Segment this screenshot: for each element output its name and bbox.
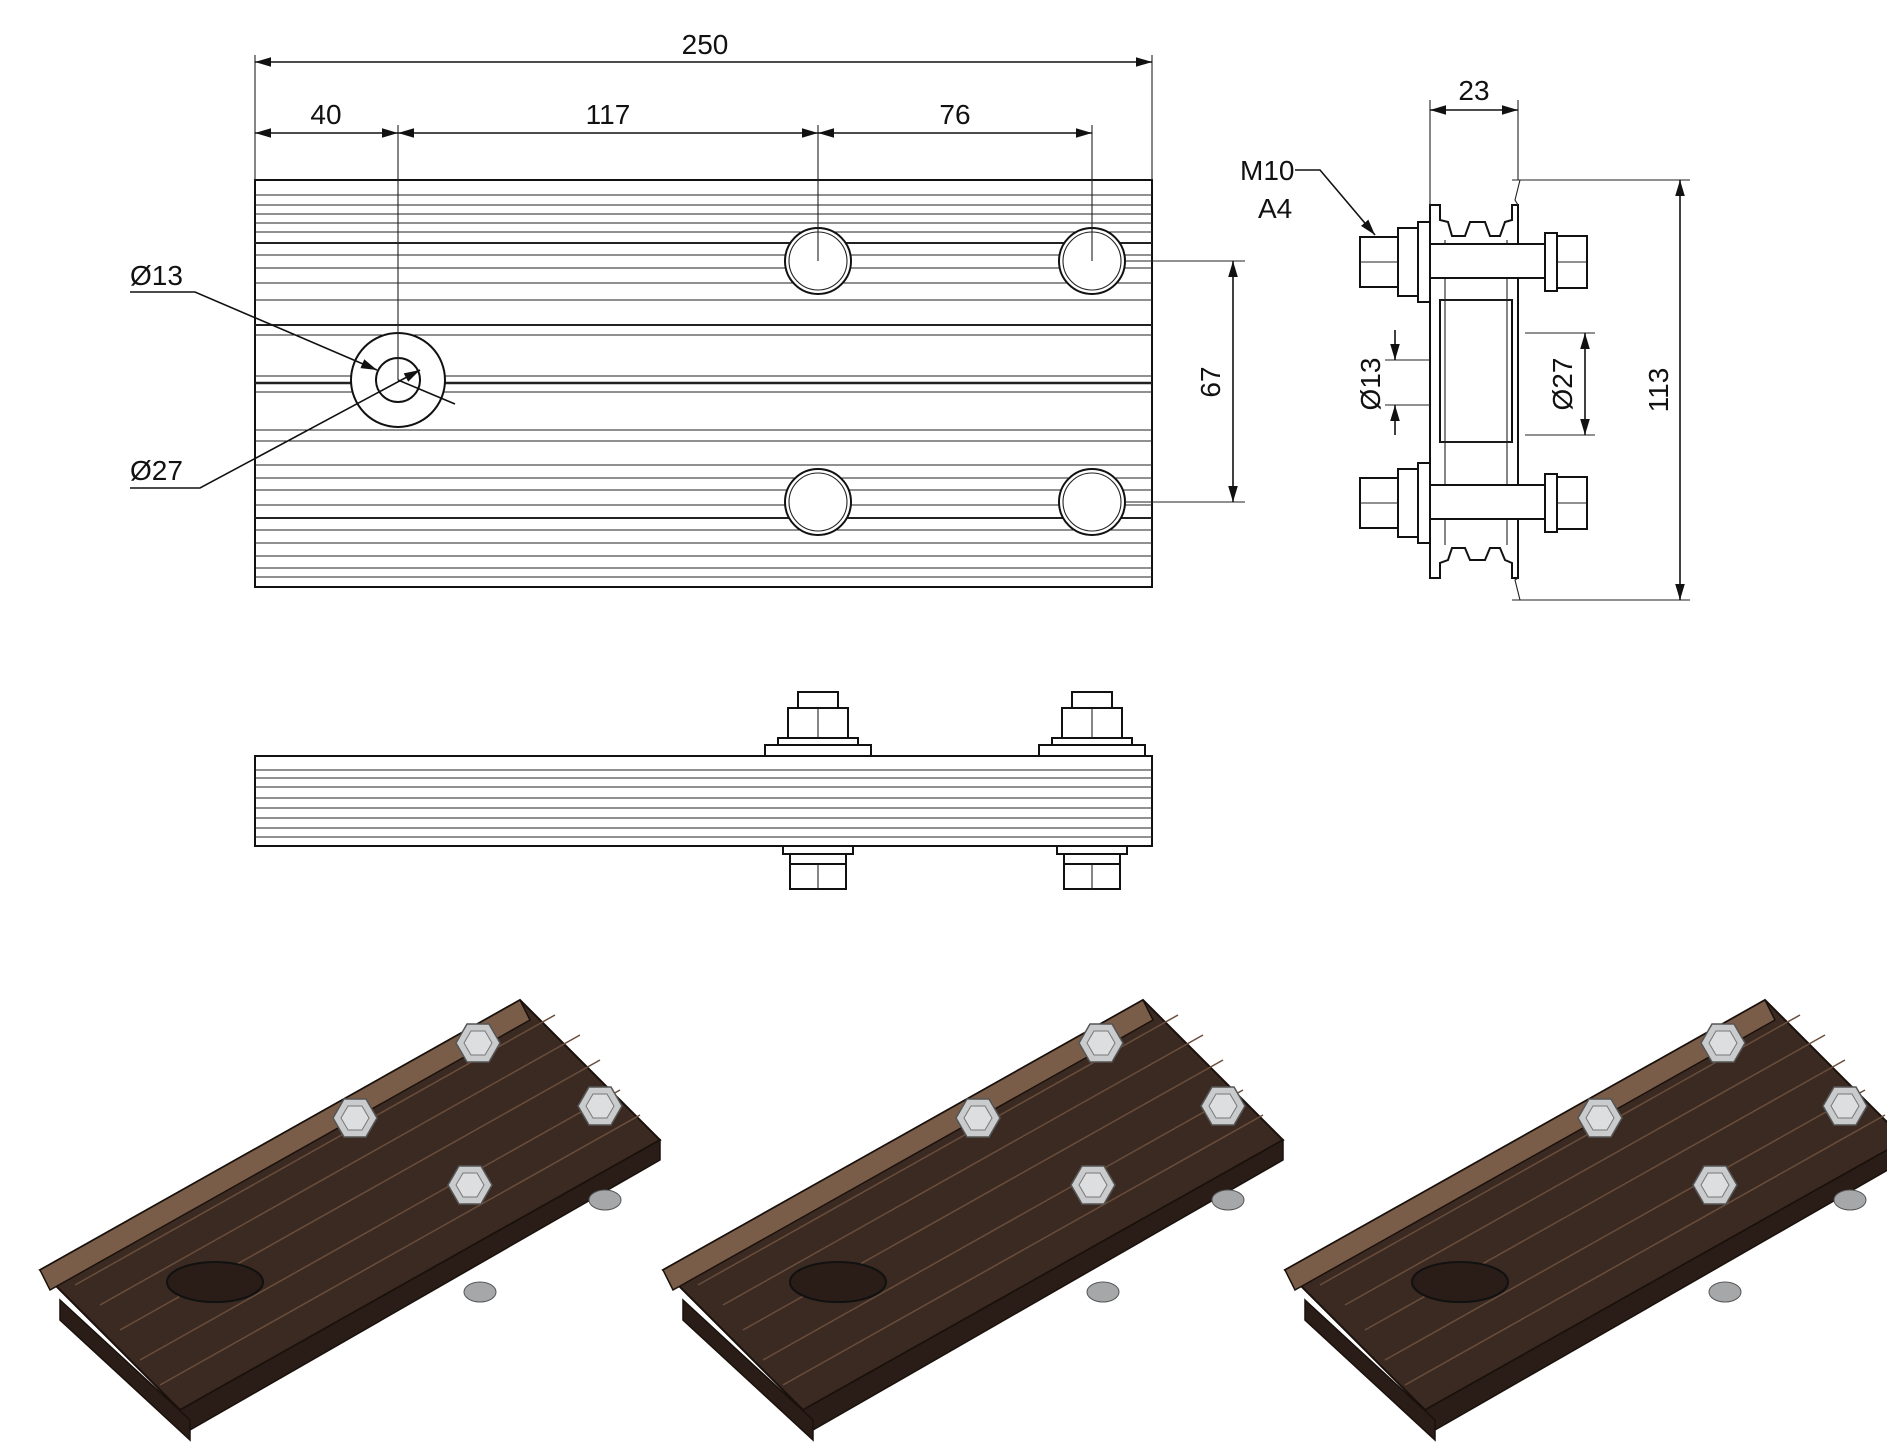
label-hole-small-dia: Ø13 <box>130 260 183 291</box>
bolt-hole-bottom-1 <box>784 468 852 536</box>
dim-side-large-dia: Ø27 <box>1547 358 1578 411</box>
isometric-view-1 <box>38 998 662 1442</box>
front-bolt-1 <box>764 691 872 890</box>
dim-side-small-dia: Ø13 <box>1355 358 1386 411</box>
label-fastener-material: A4 <box>1258 193 1292 224</box>
side-dimension-lines <box>1295 105 1685 600</box>
bolt-assembly-side-top <box>1359 221 1588 303</box>
dim-hole-spacing-a: 117 <box>586 99 631 130</box>
extension-lines <box>254 55 1245 503</box>
bolt-hole-bottom-2 <box>1058 468 1126 536</box>
side-view: 23 113 Ø27 Ø13 M10 A4 <box>1240 75 1690 601</box>
front-bolt-2 <box>1038 691 1146 890</box>
dim-profile-height: 113 <box>1643 368 1674 413</box>
top-view: 250 40 117 76 67 Ø13 Ø27 <box>130 29 1245 588</box>
dim-offset-first-hole: 40 <box>310 99 341 130</box>
label-fastener-size: M10 <box>1240 155 1294 186</box>
isometric-view-3 <box>1285 1000 1887 1440</box>
dimension-lines <box>255 57 1238 502</box>
front-view <box>254 691 1153 890</box>
dim-profile-thickness: 23 <box>1458 75 1489 106</box>
diameter-leaders <box>130 291 456 489</box>
label-hole-large-dia: Ø27 <box>130 455 183 486</box>
isometric-view-2 <box>663 1000 1283 1440</box>
dim-overall-length: 250 <box>682 29 729 60</box>
dim-bolt-row-spacing: 67 <box>1195 366 1226 397</box>
dim-hole-spacing-b: 76 <box>939 99 970 130</box>
bolt-assembly-side-bottom <box>1359 462 1588 544</box>
